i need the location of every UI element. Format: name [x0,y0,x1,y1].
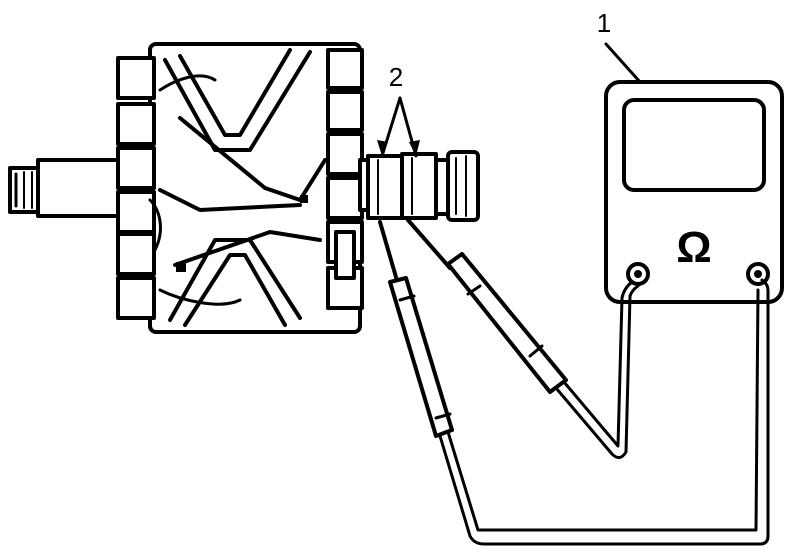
rotor-body [116,42,364,334]
alternator-rotor [8,42,480,334]
slip-ring-1 [366,154,404,220]
callout-1: 1 [597,8,642,84]
ohm-symbol: Ω [676,223,711,272]
bearing [446,150,480,222]
test-leads [378,218,770,546]
meter-display [622,98,766,192]
slip-ring-2 [400,152,438,220]
ohmmeter: Ω [604,80,784,304]
rotor-shaft [8,158,122,218]
test-probe-lower [378,220,770,546]
callout-2: 2 [377,62,420,158]
callout-label-2: 2 [389,62,403,92]
callout-label-1: 1 [597,8,611,38]
slip-ring-assembly [334,150,480,280]
test-probe-upper [406,218,640,459]
